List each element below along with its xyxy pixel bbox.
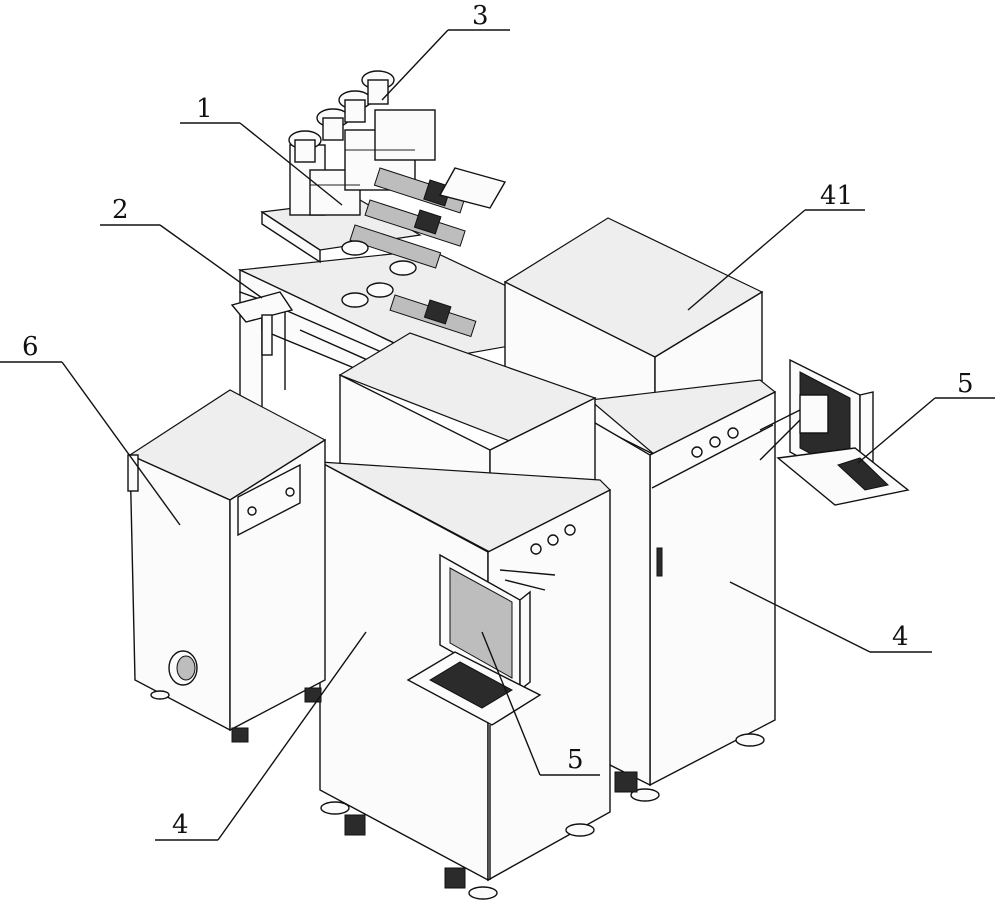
callout-5-center: 5	[567, 745, 584, 775]
callout-41: 41	[820, 181, 853, 211]
left-cabinet	[127, 389, 327, 743]
center-monitor	[406, 553, 556, 880]
callout-3: 3	[472, 1, 489, 31]
callout-4-right: 4	[892, 622, 909, 652]
right-cabinet	[503, 217, 777, 802]
callout-5-right: 5	[957, 369, 974, 399]
callout-labels: 3 1 2 41 6 5 4 5 4	[22, 1, 974, 840]
callout-1: 1	[196, 94, 213, 124]
callout-4-left: 4	[172, 810, 189, 840]
callout-6: 6	[22, 332, 39, 362]
gauge-row	[288, 70, 395, 163]
right-monitor	[759, 358, 910, 506]
feeding-mechanism	[230, 70, 507, 356]
center-cabinet	[319, 332, 612, 900]
leader-lines	[0, 29, 995, 841]
callout-2: 2	[112, 195, 129, 225]
